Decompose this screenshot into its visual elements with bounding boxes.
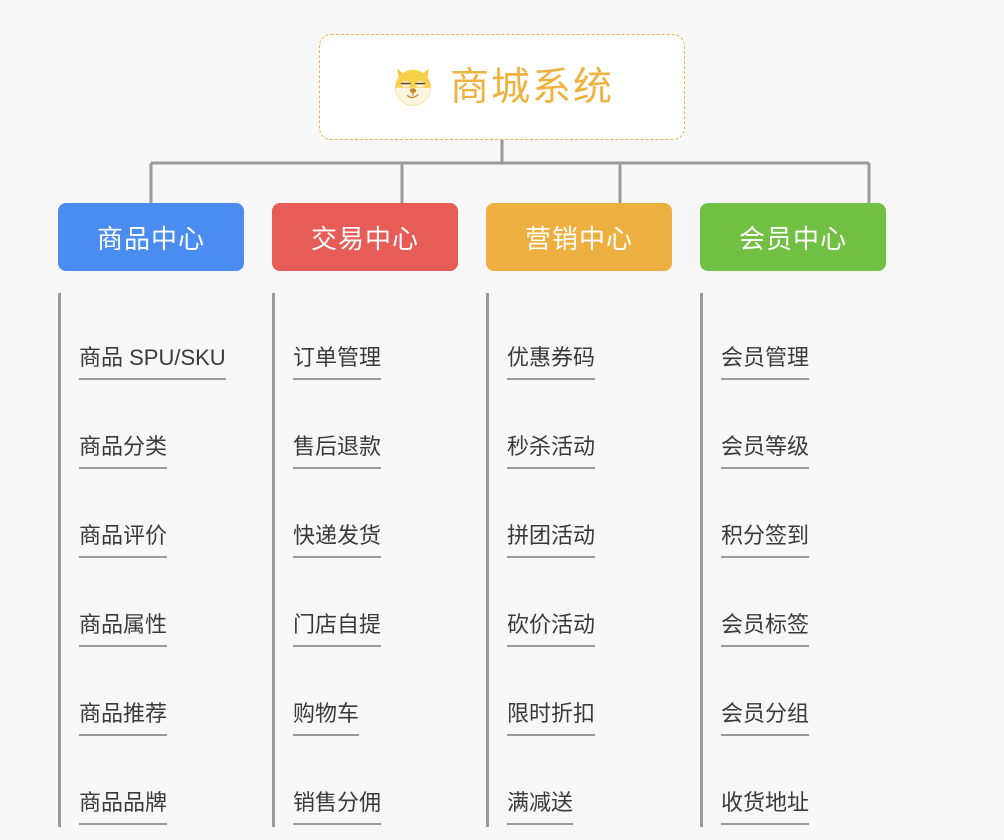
category-header-3[interactable]: 会员中心 [700, 203, 886, 271]
leaf-list-3: 会员管理 会员等级 积分签到 会员标签 会员分组 收货地址 [700, 293, 886, 827]
leaf-item[interactable]: 秒杀活动 [489, 382, 672, 471]
leaf-item[interactable]: 订单管理 [275, 293, 458, 382]
leaf-item[interactable]: 商品推荐 [61, 649, 244, 738]
leaf-label: 会员管理 [721, 344, 810, 380]
leaf-label: 满减送 [507, 789, 574, 825]
category-header-0[interactable]: 商品中心 [58, 203, 244, 271]
category-column-会员中心: 会员中心 会员管理 会员等级 积分签到 会员标签 会员分组 收货地址 [700, 203, 886, 827]
leaf-item[interactable]: 商品属性 [61, 560, 244, 649]
leaf-label: 砍价活动 [507, 611, 596, 647]
leaf-list-0: 商品 SPU/SKU 商品分类 商品评价 商品属性 商品推荐 商品品牌 [58, 293, 244, 827]
leaf-item[interactable]: 门店自提 [275, 560, 458, 649]
leaf-item[interactable]: 会员等级 [703, 382, 886, 471]
category-label-0: 商品中心 [96, 223, 205, 254]
leaf-label: 限时折扣 [507, 700, 596, 736]
leaf-item[interactable]: 满减送 [489, 738, 672, 827]
category-label-2: 营销中心 [524, 223, 633, 254]
leaf-item[interactable]: 收货地址 [703, 738, 886, 827]
shiba-dog-icon [395, 68, 431, 106]
leaf-item[interactable]: 商品品牌 [61, 738, 244, 827]
leaf-item[interactable]: 砍价活动 [489, 560, 672, 649]
leaf-label: 秒杀活动 [507, 433, 596, 469]
category-label-3: 会员中心 [738, 223, 847, 254]
category-column-商品中心: 商品中心 商品 SPU/SKU 商品分类 商品评价 商品属性 商品推荐 商品品牌 [58, 203, 244, 827]
leaf-label: 售后退款 [293, 433, 382, 469]
leaf-list-1: 订单管理 售后退款 快递发货 门店自提 购物车 销售分佣 [272, 293, 458, 827]
leaf-label: 会员分组 [721, 700, 810, 736]
category-columns: 商品中心 商品 SPU/SKU 商品分类 商品评价 商品属性 商品推荐 商品品牌… [58, 203, 948, 827]
leaf-item[interactable]: 拼团活动 [489, 471, 672, 560]
leaf-label: 积分签到 [721, 522, 810, 558]
leaf-label: 商品属性 [79, 611, 168, 647]
leaf-item[interactable]: 商品 SPU/SKU [61, 293, 244, 382]
leaf-list-2: 优惠券码 秒杀活动 拼团活动 砍价活动 限时折扣 满减送 [486, 293, 672, 827]
leaf-label: 快递发货 [293, 522, 382, 558]
leaf-label: 收货地址 [721, 789, 810, 825]
leaf-label: 会员标签 [721, 611, 810, 647]
root-node-label: 商城系统 [449, 65, 614, 109]
leaf-label: 商品品牌 [79, 789, 168, 825]
leaf-item[interactable]: 购物车 [275, 649, 458, 738]
root-node[interactable]: 商城系统 [319, 34, 685, 140]
leaf-item[interactable]: 销售分佣 [275, 738, 458, 827]
leaf-item[interactable]: 商品评价 [61, 471, 244, 560]
leaf-label: 商品推荐 [79, 700, 168, 736]
category-column-营销中心: 营销中心 优惠券码 秒杀活动 拼团活动 砍价活动 限时折扣 满减送 [486, 203, 672, 827]
leaf-label: 商品分类 [79, 433, 168, 469]
leaf-item[interactable]: 会员分组 [703, 649, 886, 738]
leaf-item[interactable]: 限时折扣 [489, 649, 672, 738]
leaf-label: 会员等级 [721, 433, 810, 469]
leaf-item[interactable]: 会员标签 [703, 560, 886, 649]
category-label-1: 交易中心 [310, 223, 419, 254]
leaf-label: 商品 SPU/SKU [79, 344, 226, 380]
leaf-label: 订单管理 [293, 344, 382, 380]
leaf-label: 购物车 [293, 700, 360, 736]
leaf-item[interactable]: 商品分类 [61, 382, 244, 471]
category-header-1[interactable]: 交易中心 [272, 203, 458, 271]
leaf-item[interactable]: 快递发货 [275, 471, 458, 560]
leaf-item[interactable]: 售后退款 [275, 382, 458, 471]
leaf-label: 门店自提 [293, 611, 382, 647]
category-header-2[interactable]: 营销中心 [486, 203, 672, 271]
leaf-label: 拼团活动 [507, 522, 596, 558]
leaf-item[interactable]: 优惠券码 [489, 293, 672, 382]
category-column-交易中心: 交易中心 订单管理 售后退款 快递发货 门店自提 购物车 销售分佣 [272, 203, 458, 827]
root-node-wrapper: 商城系统 [0, 34, 1004, 140]
leaf-item[interactable]: 积分签到 [703, 471, 886, 560]
leaf-item[interactable]: 会员管理 [703, 293, 886, 382]
leaf-label: 优惠券码 [507, 344, 596, 380]
leaf-label: 销售分佣 [293, 789, 382, 825]
leaf-label: 商品评价 [79, 522, 168, 558]
